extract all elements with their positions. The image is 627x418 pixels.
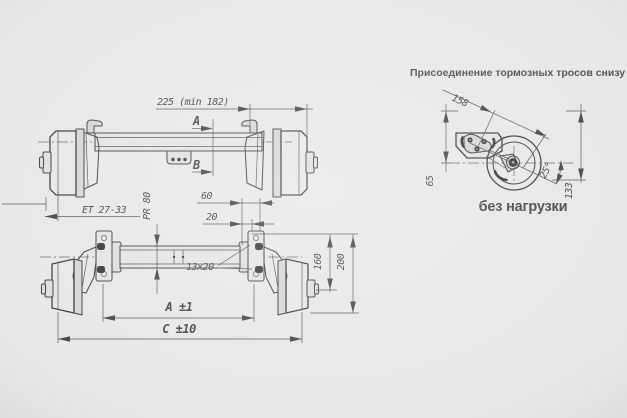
dim-225-label: 225 (min 182) xyxy=(157,97,229,108)
detail-caption: без нагрузки xyxy=(479,199,568,215)
dim-et-label: ET 27-33 xyxy=(82,205,127,216)
label-b: B xyxy=(192,158,200,172)
hub-cap-left xyxy=(38,156,45,169)
dim-200-label: 200 xyxy=(336,253,347,270)
axle-beam xyxy=(94,132,263,152)
mounting-plate-left xyxy=(95,230,113,282)
dim-c-label: C ±10 xyxy=(162,322,196,336)
slot-hole xyxy=(255,243,263,250)
hub-cap-right xyxy=(312,156,319,169)
dim-133-label: 133 xyxy=(564,182,575,199)
mounting-plate-right xyxy=(247,230,265,282)
label-a: A xyxy=(192,114,200,128)
dim-pr80-label: PR 80 xyxy=(142,192,153,220)
slot-hole xyxy=(97,243,105,250)
dim-slot-label: 13x20 xyxy=(186,262,214,273)
dim-160-label: 160 xyxy=(313,253,324,270)
detail-title: Присоединение тормозных тросов снизу xyxy=(410,67,625,79)
cable-bracket xyxy=(166,150,192,165)
dim-20-label: 20 xyxy=(206,212,218,223)
dim-a-label: A ±1 xyxy=(165,300,193,314)
dim-65-label: 65 xyxy=(425,175,436,187)
slot-hole xyxy=(255,266,263,273)
slot-hole xyxy=(97,266,105,273)
axle-beam xyxy=(110,241,250,273)
dim-60-label: 60 xyxy=(201,191,213,202)
